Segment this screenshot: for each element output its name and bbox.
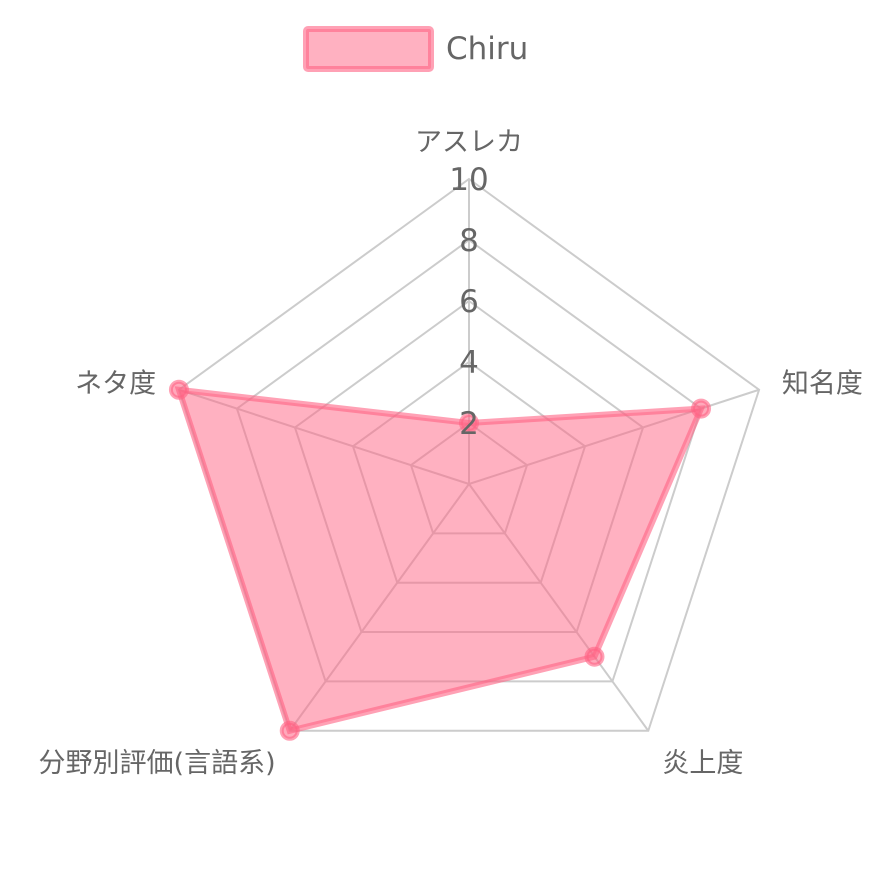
tick-label-4: 4 — [459, 345, 479, 381]
data-point-4[interactable] — [168, 379, 189, 400]
axis-label-0: アスレカ — [415, 127, 523, 158]
data-point-1[interactable] — [691, 398, 712, 419]
data-point-0[interactable] — [459, 413, 479, 433]
axis-label-2: 炎上度 — [662, 748, 743, 779]
tick-label-8: 8 — [459, 223, 479, 259]
data-point-2[interactable] — [584, 646, 605, 667]
series-area-0 — [174, 386, 706, 735]
tick-label-2: 2 — [459, 406, 479, 442]
legend[interactable]: Chiru — [303, 26, 528, 72]
data-point-3[interactable] — [279, 720, 300, 741]
tick-label-6: 6 — [459, 284, 479, 320]
legend-swatch[interactable] — [303, 26, 434, 72]
axis-label-3: 分野別評価(言語系) — [39, 748, 276, 779]
axis-label-4: ネタ度 — [75, 368, 156, 399]
tick-label-10: 10 — [449, 162, 488, 198]
grid-ring-10 — [177, 177, 761, 732]
radial-tick-labels: 2 4 6 8 10 — [449, 162, 488, 442]
radar-data — [168, 379, 712, 741]
legend-label[interactable]: Chiru — [446, 31, 528, 67]
axis-label-1: 知名度 — [782, 368, 863, 399]
